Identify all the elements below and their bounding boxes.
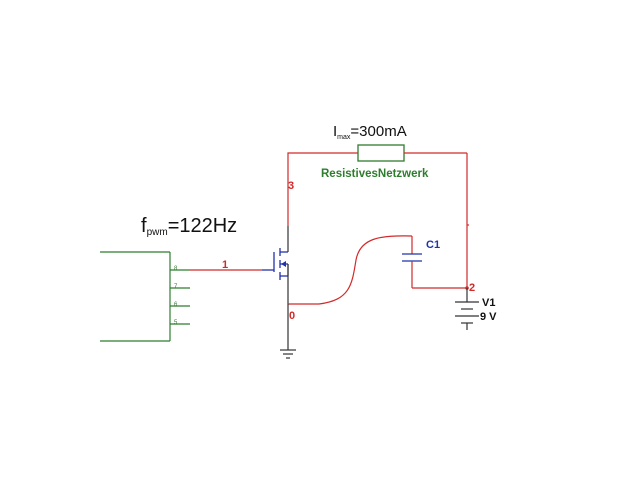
battery-value-label: 9 V (480, 311, 497, 323)
mosfet-arrow-icon (281, 261, 286, 267)
connector-pin-5: 5 (174, 320, 178, 326)
connector-pin-8: 8 (174, 266, 178, 272)
node-label-0: 0 (289, 310, 295, 322)
capacitor-name-label: C1 (426, 239, 440, 251)
connector-block: 8 7 6 5 (100, 251, 190, 342)
node-label-1: 1 (222, 259, 228, 271)
pwm-frequency-label: fpwm=122Hz (141, 215, 237, 238)
wire-drain (287, 152, 358, 226)
connector-pin-6: 6 (174, 302, 178, 308)
battery-name-label: V1 (482, 297, 495, 309)
connector-pin-7: 7 (174, 284, 178, 290)
mosfet-transistor (262, 226, 289, 304)
capacitor-c1: C1 (318, 235, 467, 305)
current-limit-label: Imax=300mA (333, 123, 407, 141)
resistor (357, 144, 405, 162)
ground-icon (280, 304, 296, 359)
resistor-name-label: ResistivesNetzwerk (321, 168, 429, 180)
node-label-2: 2 (469, 282, 475, 294)
wire-capacitor-top (318, 235, 413, 305)
battery-v1: V1 9 V (455, 288, 497, 330)
node-label-3: 3 (288, 180, 294, 192)
